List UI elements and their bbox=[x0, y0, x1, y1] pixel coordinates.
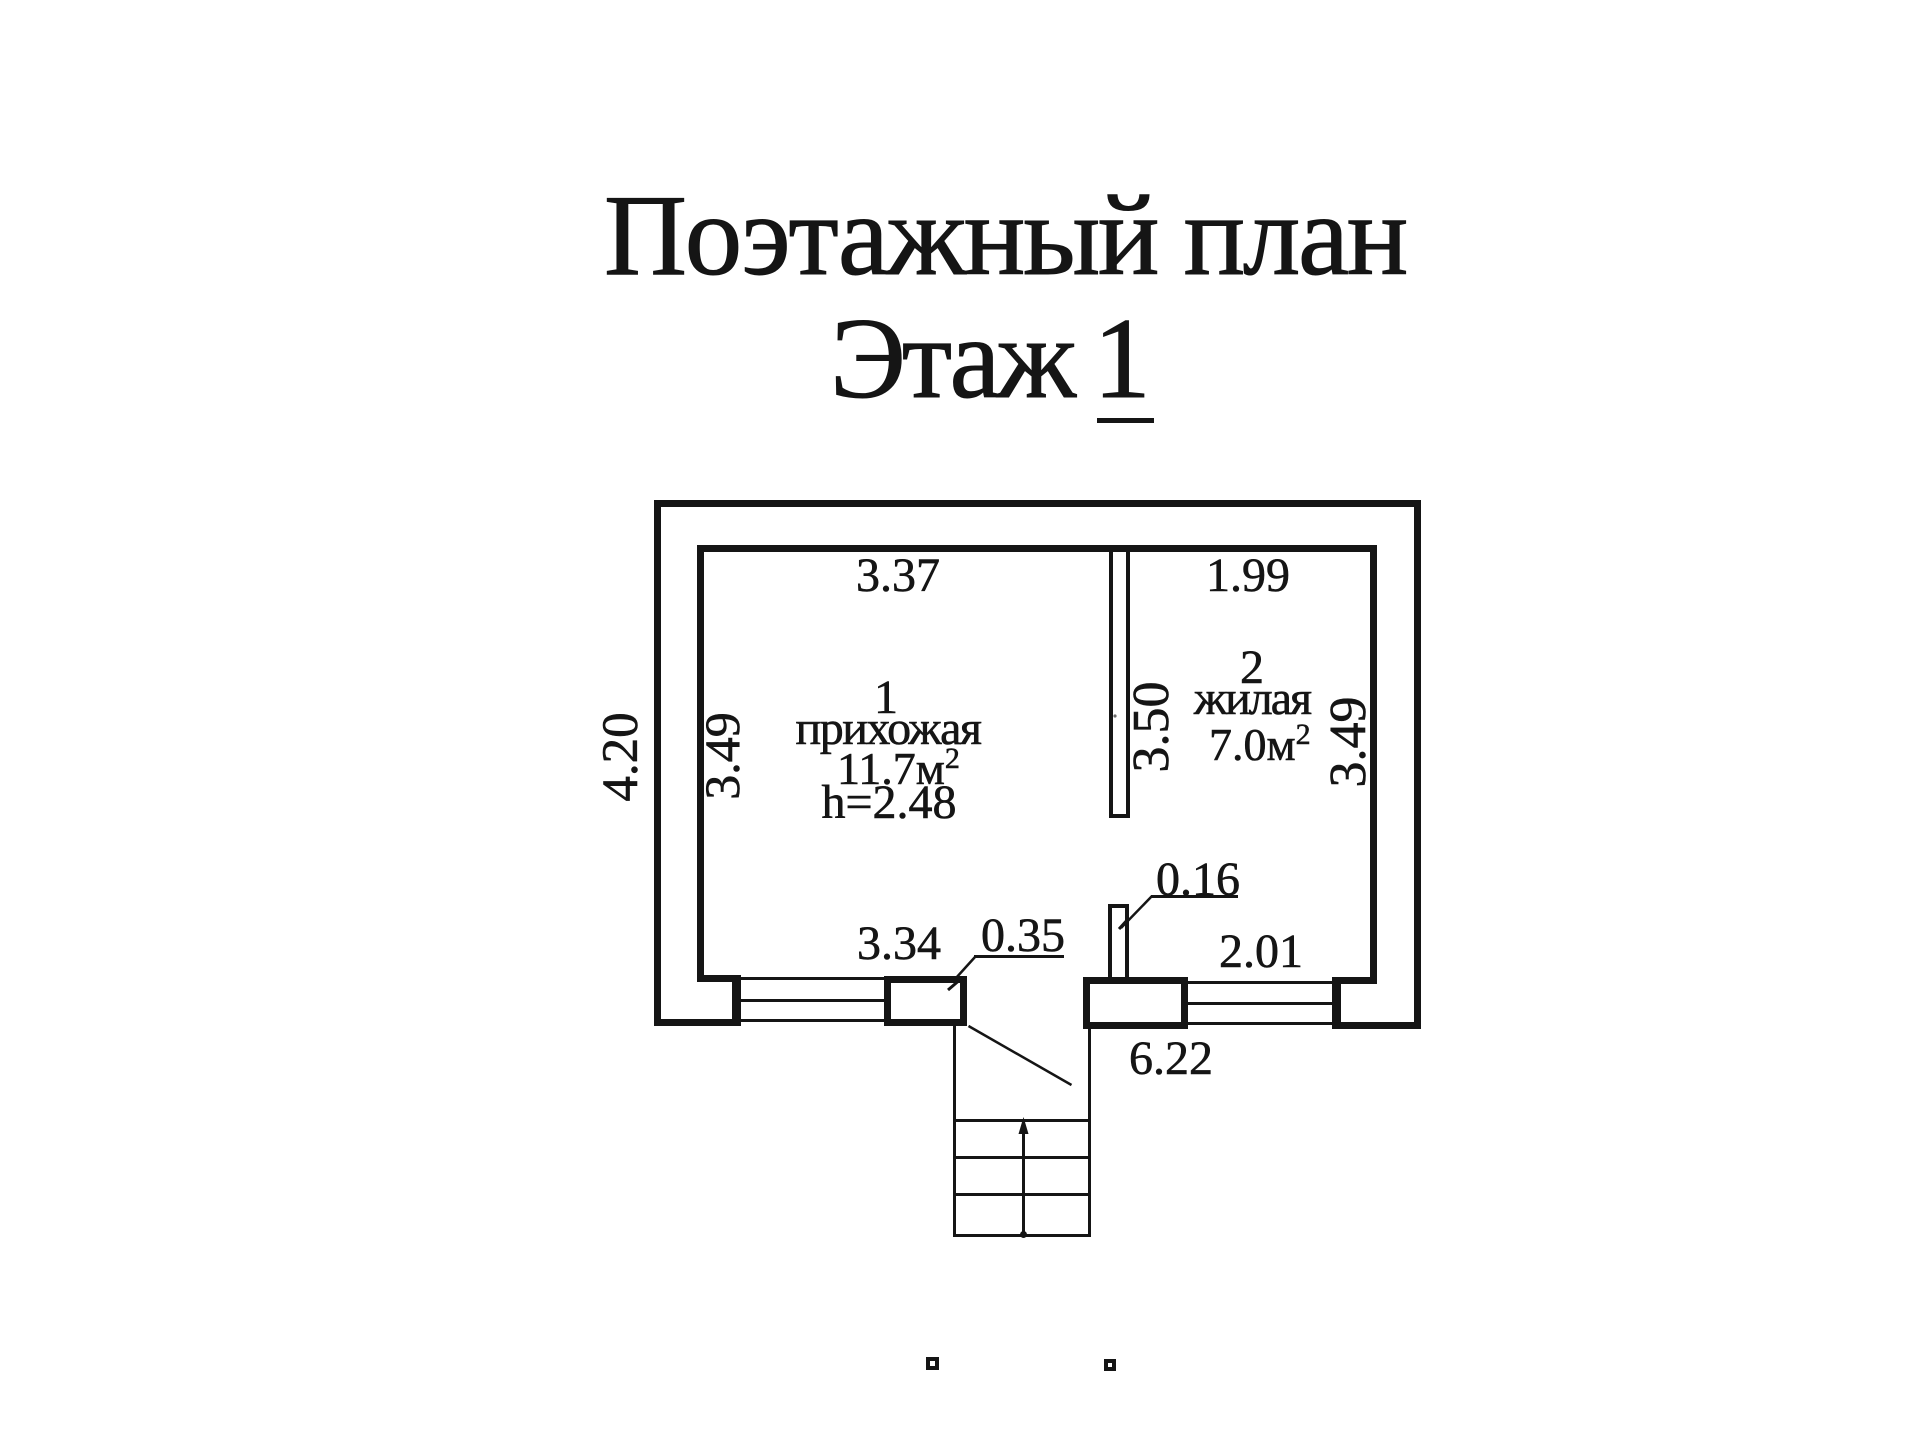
svg-text:прихожая: прихожая bbox=[796, 702, 982, 755]
svg-text:2: 2 bbox=[1240, 641, 1264, 694]
svg-text:7.0м2: 7.0м2 bbox=[1209, 718, 1311, 770]
svg-text:3.34: 3.34 bbox=[857, 917, 941, 970]
svg-text:1: 1 bbox=[874, 671, 898, 724]
svg-text:1: 1 bbox=[1093, 295, 1151, 422]
svg-text:4.20: 4.20 bbox=[593, 712, 649, 801]
svg-text:0.35: 0.35 bbox=[981, 909, 1065, 962]
svg-text:h=2.48: h=2.48 bbox=[821, 776, 956, 829]
svg-text:1.99: 1.99 bbox=[1206, 549, 1290, 602]
svg-text:0.16: 0.16 bbox=[1156, 853, 1240, 906]
svg-text:3.49: 3.49 bbox=[1320, 697, 1377, 788]
svg-text:жилая: жилая bbox=[1193, 672, 1312, 725]
svg-text:2.01: 2.01 bbox=[1219, 925, 1303, 978]
svg-text:11.7м2: 11.7м2 bbox=[837, 742, 960, 794]
svg-text:3.49: 3.49 bbox=[694, 712, 750, 800]
svg-text:3.37: 3.37 bbox=[856, 549, 940, 602]
svg-text:Этаж: Этаж bbox=[830, 295, 1077, 422]
svg-text:6.22: 6.22 bbox=[1129, 1032, 1213, 1085]
svg-text:Поэтажный план: Поэтажный план bbox=[604, 172, 1406, 299]
svg-text:3.50: 3.50 bbox=[1123, 682, 1180, 773]
